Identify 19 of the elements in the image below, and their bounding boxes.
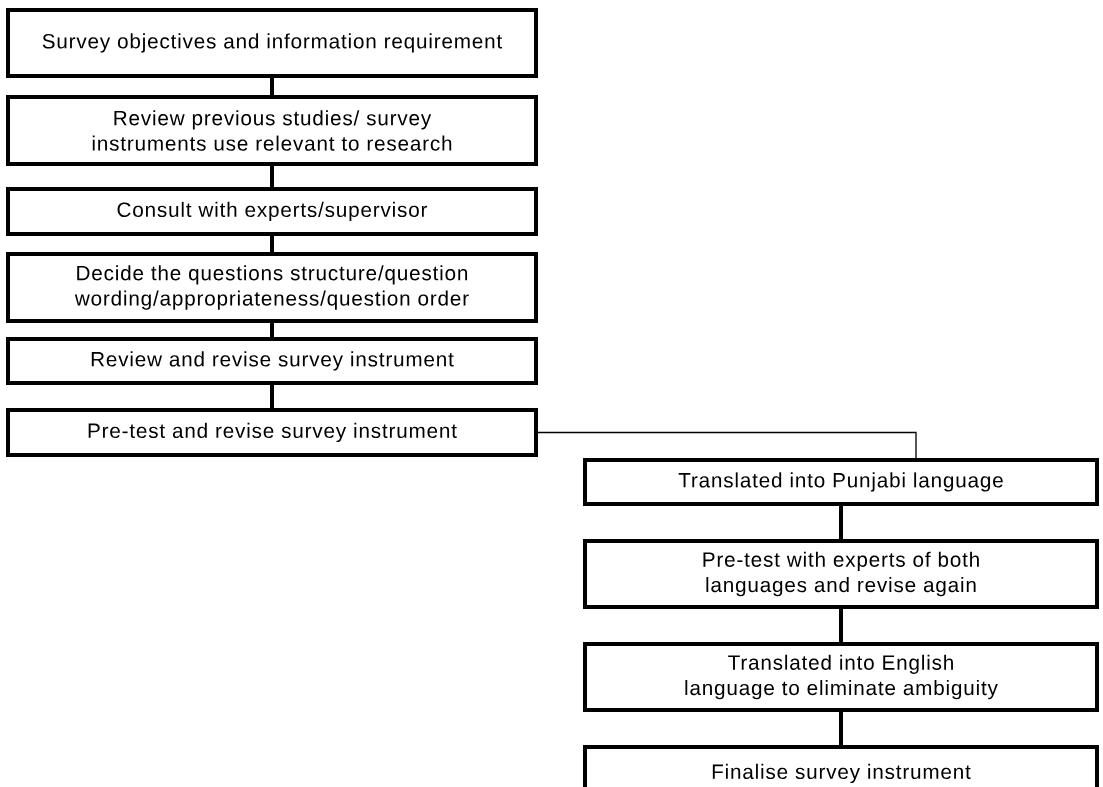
process-box: Decide the questions structure/question wording/appropriateness/question order bbox=[6, 252, 538, 323]
connector-line bbox=[270, 78, 274, 95]
process-box: Review and revise survey instrument bbox=[6, 337, 538, 385]
connector-line bbox=[839, 609, 843, 642]
connector-line bbox=[270, 236, 274, 252]
process-box: Pre-test and revise survey instrument bbox=[6, 408, 538, 457]
connector-line bbox=[537, 431, 917, 461]
process-box: Consult with experts/supervisor bbox=[6, 187, 538, 236]
process-box: Translated into English language to eliminate ambiguity bbox=[583, 642, 1099, 712]
connector-line bbox=[270, 385, 274, 408]
process-box: Survey objectives and information requirement bbox=[6, 8, 538, 78]
process-box: Finalise survey instrument bbox=[583, 745, 1099, 787]
process-box: Translated into Punjabi language bbox=[583, 458, 1099, 506]
connector-line bbox=[839, 712, 843, 745]
process-box: Review previous studies/ survey instruments use relevant to research bbox=[6, 95, 538, 166]
connector-line bbox=[839, 506, 843, 539]
process-box: Pre-test with experts of both languages and revise again bbox=[583, 539, 1099, 609]
connector-line bbox=[270, 323, 274, 337]
connector-line bbox=[270, 166, 274, 187]
